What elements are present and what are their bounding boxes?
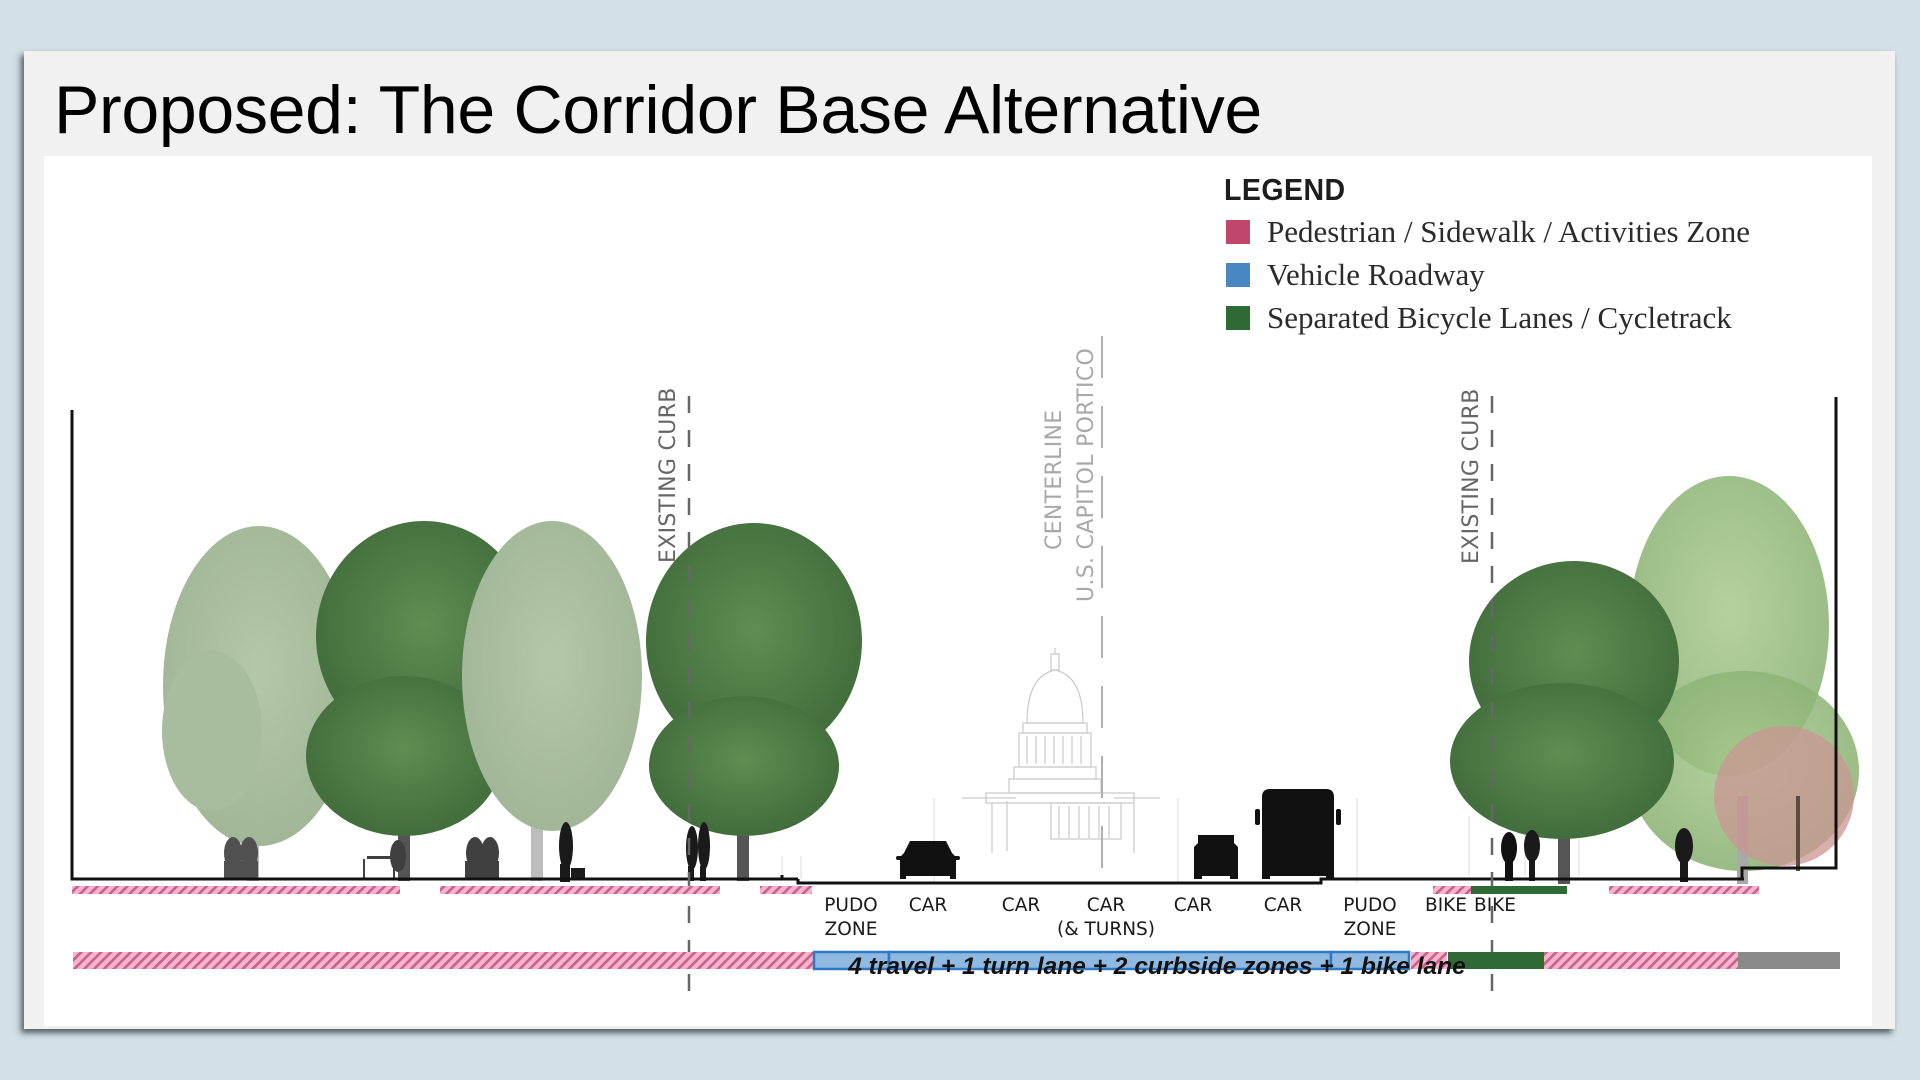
lane-label-pudo-left: PUDO ZONE <box>824 895 878 940</box>
lane-label-pudo-right: PUDO ZONE <box>1343 895 1397 940</box>
car-icon <box>900 841 956 879</box>
slide-title: Proposed: The Corridor Base Alternative <box>54 72 1262 148</box>
lane-label-car-1: CAR <box>908 895 948 916</box>
slide: Proposed: The Corridor Base Alternative <box>24 51 1895 1029</box>
right-trees <box>1450 476 1859 884</box>
suv-icon <box>1194 835 1238 879</box>
legend: LEGEND Pedestrian / Sidewalk / Activitie… <box>1224 170 1750 339</box>
pedestrian-swatch-icon <box>1226 219 1250 244</box>
pedestrian-silhouettes <box>224 822 1693 882</box>
legend-label: Vehicle Roadway <box>1267 256 1485 292</box>
legend-item-vehicle: Vehicle Roadway <box>1224 253 1750 296</box>
left-curb-label: EXISTING CURB <box>656 387 681 563</box>
centerline-label: CENTERLINE <box>1042 409 1067 550</box>
left-trees <box>162 521 862 881</box>
lane-label-car-5: CAR <box>1263 895 1303 916</box>
right-curb-label: EXISTING CURB <box>1459 388 1484 564</box>
capitol-dome-outline <box>962 648 1160 853</box>
legend-item-bicycle: Separated Bicycle Lanes / Cycletrack <box>1224 296 1750 339</box>
cross-section-bar <box>73 950 1840 971</box>
vehicle-swatch-icon <box>1226 262 1250 287</box>
legend-label: Pedestrian / Sidewalk / Activities Zone <box>1267 213 1750 249</box>
legend-label: Separated Bicycle Lanes / Cycletrack <box>1267 299 1732 335</box>
lane-label-bike-1: BIKE <box>1425 895 1467 916</box>
legend-item-pedestrian: Pedestrian / Sidewalk / Activities Zone <box>1224 210 1750 253</box>
bus-icon <box>1262 789 1334 879</box>
capitol-portico-label: U.S. CAPITOL PORTICO <box>1074 347 1099 602</box>
caption-text: 4 travel + 1 turn lane + 2 curbside zone… <box>848 953 1466 980</box>
lane-label-bike-2: BIKE <box>1474 895 1516 916</box>
lane-label-car-2: CAR <box>1001 895 1041 916</box>
lane-summary-caption: 4 travel + 1 turn lane + 2 curbside zone… <box>44 953 1872 981</box>
vehicle-silhouettes <box>896 789 1517 881</box>
lane-label-car-turns: CAR (& TURNS) <box>1056 895 1156 940</box>
lane-label-car-4: CAR <box>1173 895 1213 916</box>
legend-title: LEGEND <box>1224 172 1346 207</box>
street-cross-section-diagram: LEGEND Pedestrian / Sidewalk / Activitie… <box>44 156 1872 1026</box>
bicycle-swatch-icon <box>1226 305 1250 330</box>
